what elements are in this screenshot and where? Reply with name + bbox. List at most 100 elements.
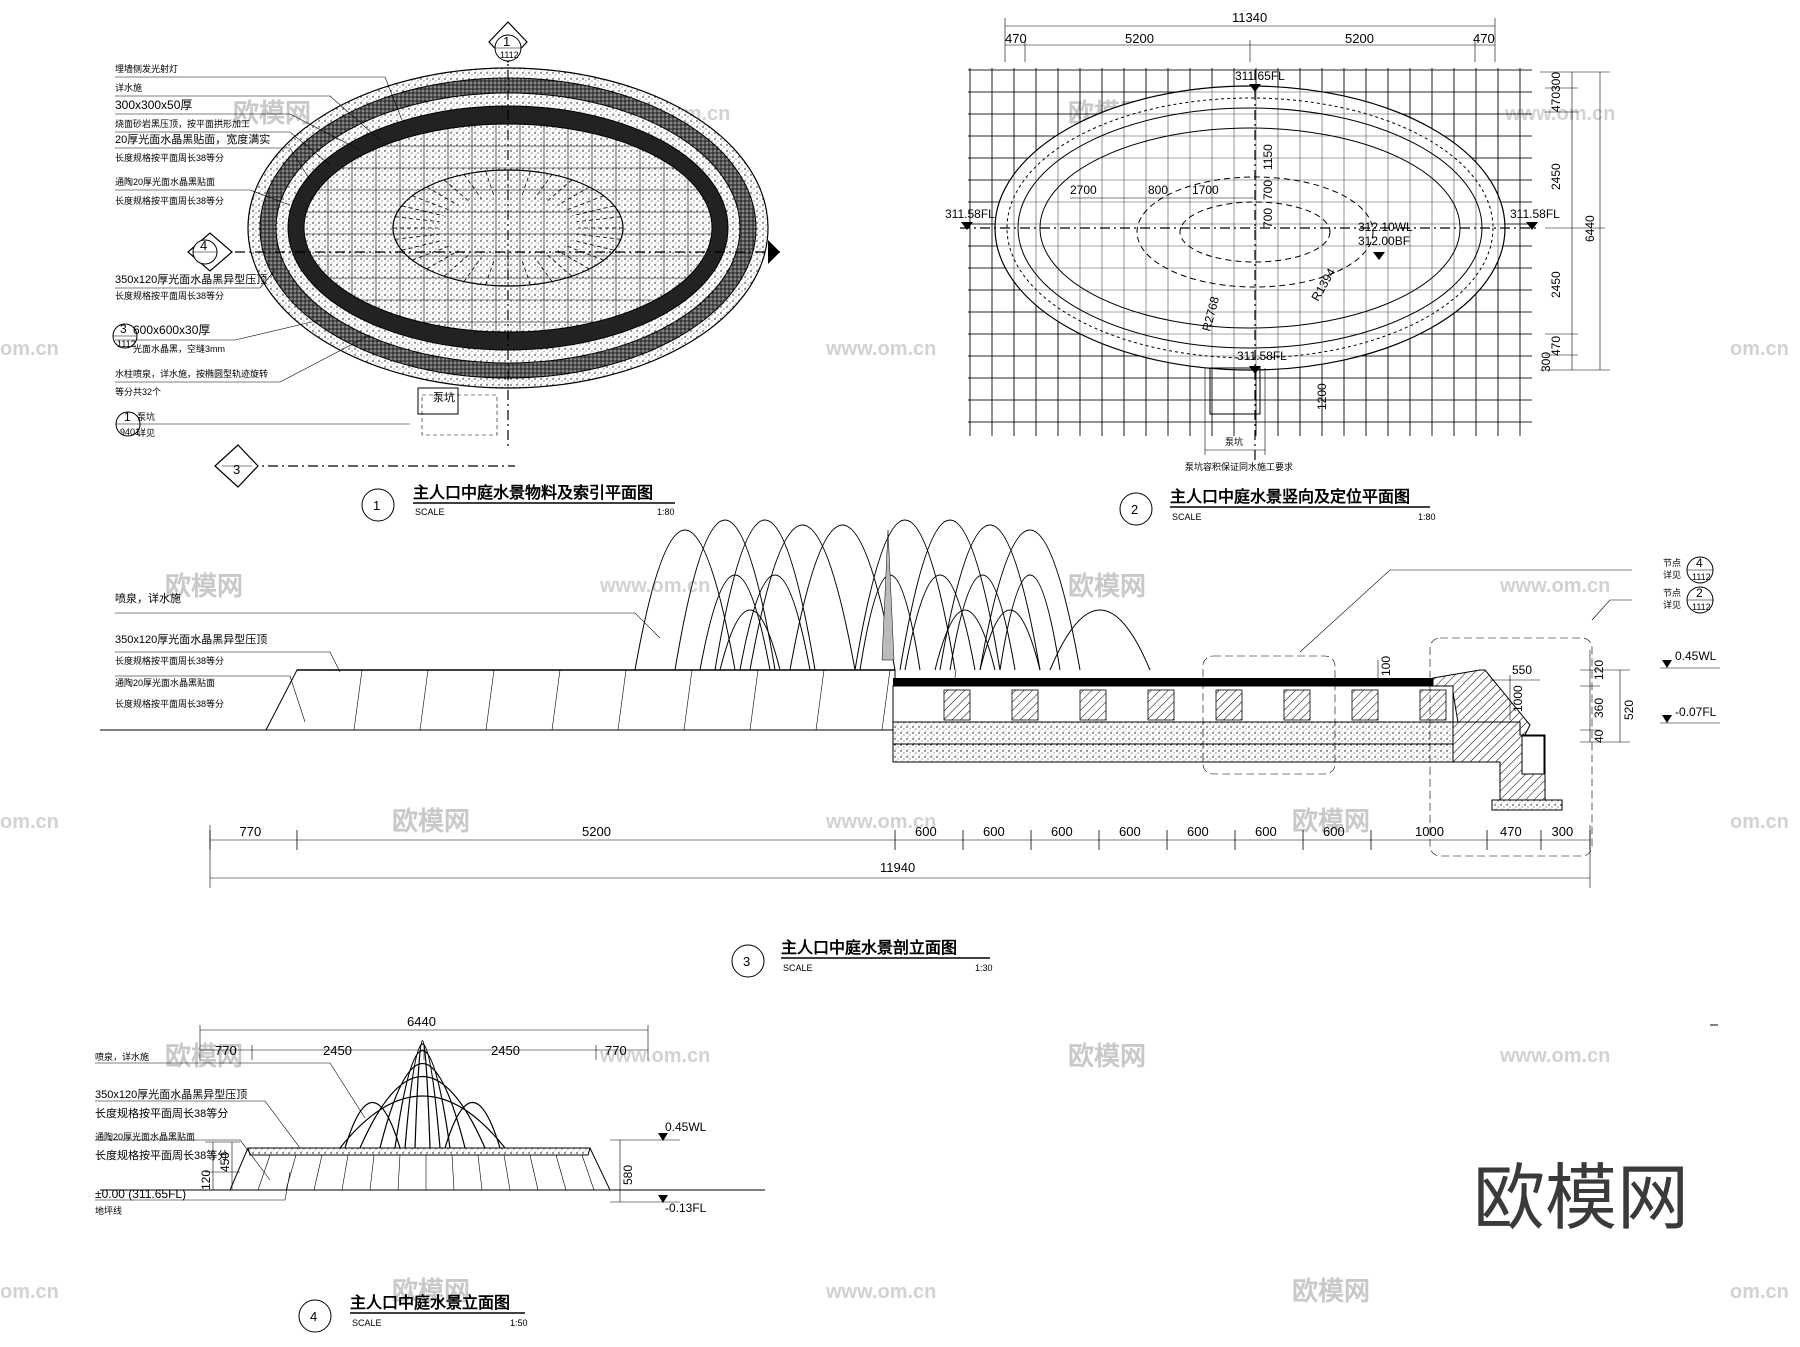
fountain-arc <box>939 524 1041 671</box>
svg-text:2: 2 <box>1696 586 1703 600</box>
fountain-arcs <box>339 1040 506 1149</box>
central-jet <box>881 529 895 661</box>
svg-text:长度规格按平面周长38等分: 长度规格按平面周长38等分 <box>115 195 224 206</box>
svg-text:1:80: 1:80 <box>1418 512 1436 522</box>
svg-text:4: 4 <box>310 1309 317 1324</box>
svg-text:1: 1 <box>373 498 380 513</box>
jet-trajectory <box>572 239 615 251</box>
svg-text:350x120厚光面水晶黑异型压顶: 350x120厚光面水晶黑异型压顶 <box>115 632 267 646</box>
fountain-arc <box>404 1043 441 1149</box>
svg-text:主人口中庭水景立面图: 主人口中庭水景立面图 <box>350 1293 510 1312</box>
watermark-url: www.om.cn <box>599 575 710 597</box>
svg-text:1:80: 1:80 <box>657 507 675 517</box>
fountain-arc <box>934 609 996 671</box>
elevation-wall <box>265 669 896 731</box>
grid-overlay <box>968 68 1532 436</box>
svg-text:6440: 6440 <box>407 1014 436 1029</box>
watermark-logo: 欧模网 <box>392 806 470 836</box>
right-dimensions <box>1540 71 1610 371</box>
svg-text:1: 1 <box>124 410 131 424</box>
svg-text:120: 120 <box>1592 660 1606 680</box>
svg-text:1150: 1150 <box>1261 144 1275 170</box>
fountain-arc <box>1049 609 1151 671</box>
svg-text:300: 300 <box>1539 352 1553 372</box>
panel-joint <box>503 1154 511 1191</box>
jet-trajectory <box>546 254 573 277</box>
svg-text:-0.07FL: -0.07FL <box>1675 705 1717 719</box>
fountain-arc <box>979 529 1081 671</box>
svg-text:3: 3 <box>120 322 127 336</box>
panel-joint <box>341 1154 349 1191</box>
jet-trajectory <box>534 174 553 199</box>
gutter-base <box>1491 799 1563 811</box>
watermark-url: om.cn <box>0 1281 59 1303</box>
svg-text:300x300x50厚: 300x300x50厚 <box>115 98 192 112</box>
svg-text:600x600x30厚: 600x600x30厚 <box>133 323 210 337</box>
fountain-arc <box>739 574 811 671</box>
svg-text:312.10WL: 312.10WL <box>1358 220 1413 234</box>
svg-text:2700: 2700 <box>1070 183 1097 197</box>
svg-text:300: 300 <box>1549 72 1563 92</box>
section-mark-4: 4 <box>187 232 780 272</box>
svg-text:节点: 节点 <box>1663 558 1681 568</box>
support-pier <box>1351 689 1379 721</box>
drawing-4-elevation: 6440 770 2450 2450 770 喷泉，详水施 350x120厚光面… <box>95 1014 765 1333</box>
watermark-url: www.om.cn <box>1504 103 1615 125</box>
panel-joint <box>397 1154 401 1191</box>
svg-text:2450: 2450 <box>491 1043 520 1058</box>
jet-trajectory <box>534 257 553 282</box>
watermark-logo: 欧模网 <box>233 98 311 128</box>
coping-cut <box>893 678 1433 686</box>
fountain-arc <box>699 574 771 671</box>
svg-text:580: 580 <box>621 1165 635 1185</box>
svg-text:-0.13FL: -0.13FL <box>665 1201 707 1215</box>
fountain-arc <box>749 524 856 671</box>
support-piers <box>943 689 1447 721</box>
watermark-url: www.om.cn <box>825 338 936 360</box>
dim-value: 600 <box>1323 824 1345 839</box>
svg-text:311.58FL: 311.58FL <box>1237 349 1287 363</box>
svg-text:2: 2 <box>1131 502 1138 517</box>
svg-text:SCALE: SCALE <box>352 1318 382 1328</box>
svg-text:埋墙侧发光射灯: 埋墙侧发光射灯 <box>115 63 178 74</box>
svg-text:主人口中庭水景竖向及定位平面图: 主人口中庭水景竖向及定位平面图 <box>1170 487 1410 506</box>
panel-joint <box>477 1154 483 1191</box>
svg-text:1000: 1000 <box>1511 685 1525 712</box>
dim-value: 300 <box>1552 824 1574 839</box>
svg-text:等分共32个: 等分共32个 <box>115 386 161 397</box>
jet-trajectory <box>401 205 444 217</box>
dim-value: 600 <box>1187 824 1209 839</box>
watermark-big-logo: 欧模网 <box>1473 1156 1689 1240</box>
jet-trajectory <box>576 216 621 223</box>
dim-value: 600 <box>1119 824 1141 839</box>
svg-text:4: 4 <box>200 238 207 253</box>
svg-text:1: 1 <box>503 34 510 49</box>
svg-text:±0.00 (311.65FL): ±0.00 (311.65FL) <box>95 1187 186 1201</box>
panel-joint <box>581 1154 595 1191</box>
fountain-arcs <box>634 519 1151 671</box>
jet-trajectory <box>485 170 495 197</box>
jet-trajectory <box>463 174 482 199</box>
svg-text:700: 700 <box>1261 208 1275 228</box>
fountain-arc <box>674 519 776 671</box>
svg-text:311.58FL: 311.58FL <box>1510 207 1560 221</box>
dim-value: 600 <box>983 824 1005 839</box>
support-pier <box>1419 689 1447 721</box>
svg-text:770: 770 <box>215 1043 237 1058</box>
jet-trajectory <box>443 254 470 277</box>
svg-text:1112: 1112 <box>117 339 136 349</box>
watermark-url: www.om.cn <box>1499 1045 1610 1067</box>
drawing-1-plan: 1 1112 4 3 泵坑 埋墙侧发光射灯 详水施 300x300x50厚 烧面… <box>112 21 780 522</box>
svg-text:360: 360 <box>1592 698 1606 718</box>
jet-trajectory <box>521 259 531 286</box>
drawing-3-title: 3 主人口中庭水景剖立面图 SCALE 1:30 <box>731 938 993 978</box>
drawing-4-title: 4 主人口中庭水景立面图 SCALE 1:50 <box>298 1293 528 1333</box>
level-markers: 311.65FL 311.58FL 311.58FL 312.10WL 312.… <box>945 69 1560 374</box>
panel-joint <box>353 669 363 731</box>
drawing-1-title: 1 主人口中庭水景物料及索引平面图 SCALE 1:80 <box>361 483 675 522</box>
watermark-logo: 欧模网 <box>1068 1041 1146 1071</box>
slab <box>892 721 1454 745</box>
coping-edge <box>1006 97 1494 359</box>
svg-text:1700: 1700 <box>1192 183 1219 197</box>
